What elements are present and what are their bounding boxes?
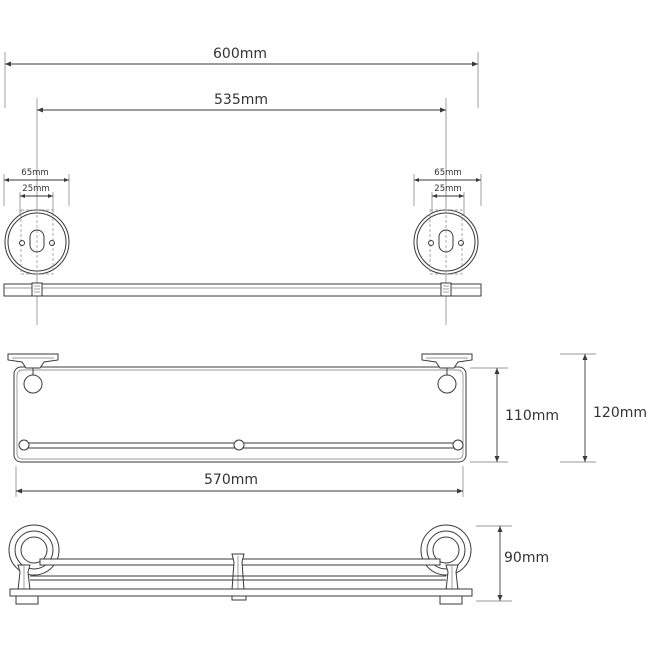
fixing-centres-label: 535mm (214, 92, 268, 108)
height-label: 90mm (504, 550, 549, 566)
gallery-rail (18, 439, 464, 451)
dimension-fixing-centres: 535mm (36, 92, 447, 325)
right-wall-bracket (421, 353, 473, 394)
shelf-length-label: 570mm (204, 472, 258, 488)
dimension-shelf-depth: 110mm (470, 367, 559, 463)
right-bracket-plan (413, 209, 479, 297)
side-view: 90mm (8, 524, 549, 605)
glass-shelf (13, 366, 467, 463)
dimension-overall-width: 600mm (4, 46, 479, 108)
dimension-left-bracket: 65mm 25mm (3, 168, 70, 220)
left-bracket-plan (4, 209, 70, 297)
front-view: 570mm 110mm 120mm (7, 353, 647, 497)
overall-width-label: 600mm (213, 46, 267, 62)
dimension-shelf-length: 570mm (15, 466, 464, 497)
right-rosette (420, 524, 472, 576)
right-fixing-width-label: 25mm (434, 184, 461, 194)
left-fixing-width-label: 25mm (22, 184, 49, 194)
left-backplate-width-label: 65mm (21, 168, 48, 178)
dimension-overall-depth: 120mm (560, 353, 647, 463)
overall-depth-label: 120mm (593, 405, 647, 421)
shelf-depth-label: 110mm (505, 408, 559, 424)
shelf-plan (3, 283, 482, 297)
top-view: 600mm 535mm 65mm 25mm (3, 46, 482, 325)
glass-shelf-edge (9, 588, 473, 605)
right-backplate-width-label: 65mm (434, 168, 461, 178)
dimension-right-bracket: 65mm 25mm (413, 168, 482, 220)
left-rosette (8, 524, 60, 576)
left-wall-bracket (7, 353, 59, 394)
dimension-height: 90mm (476, 525, 549, 602)
lower-rail (30, 575, 446, 581)
